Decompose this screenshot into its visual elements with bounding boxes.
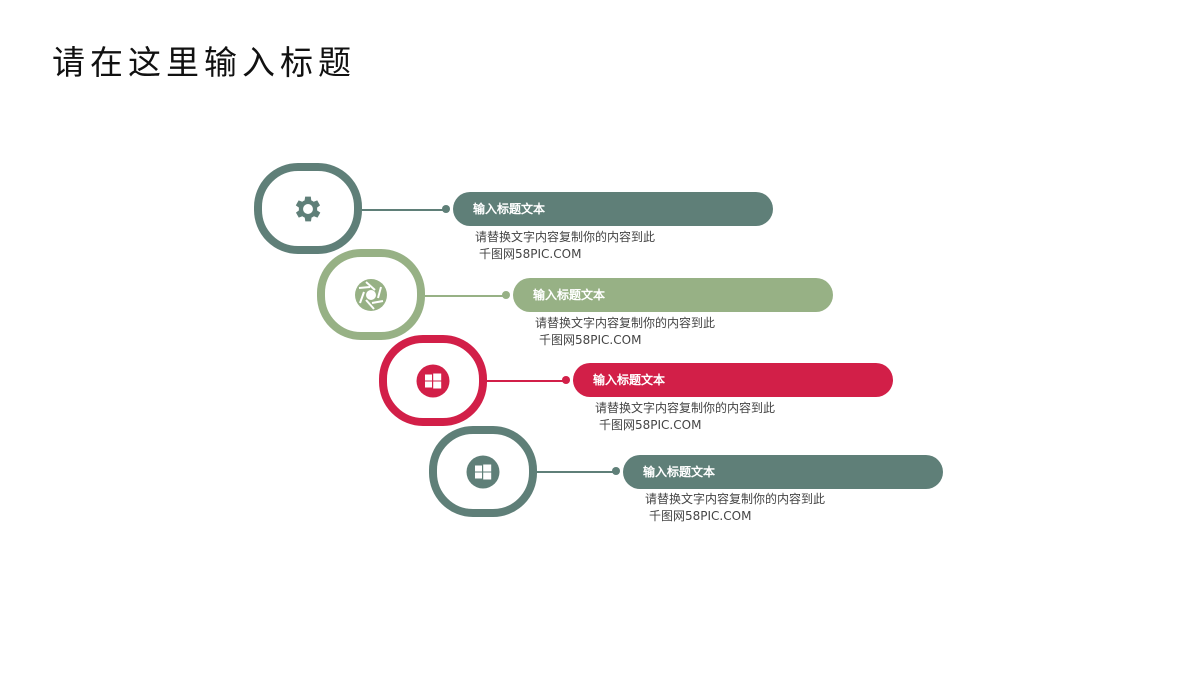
connector-line	[362, 209, 448, 211]
connector-line	[425, 295, 508, 297]
heading-pill: 输入标题文本	[573, 363, 893, 397]
connector-line	[487, 380, 567, 382]
description-line-2: 千图网58PIC.COM	[649, 509, 752, 523]
heading-pill: 输入标题文本	[623, 455, 943, 489]
heading-label: 输入标题文本	[593, 373, 666, 387]
description-line-2: 千图网58PIC.COM	[599, 418, 702, 432]
description-line-1: 请替换文字内容复制你的内容到此	[475, 230, 656, 244]
heading-label: 输入标题文本	[643, 465, 716, 479]
heading-pill: 输入标题文本	[453, 192, 773, 226]
description: 请替换文字内容复制你的内容到此 千图网58PIC.COM	[645, 491, 905, 525]
connector-dot	[612, 467, 620, 475]
heading-label: 输入标题文本	[473, 202, 546, 216]
aperture-icon	[353, 277, 389, 313]
description: 请替换文字内容复制你的内容到此 千图网58PIC.COM	[475, 229, 735, 263]
connector-dot	[562, 376, 570, 384]
slide-title: 请在这里输入标题	[52, 43, 356, 82]
description-line-1: 请替换文字内容复制你的内容到此	[645, 492, 826, 506]
connector-dot	[502, 291, 510, 299]
description: 请替换文字内容复制你的内容到此 千图网58PIC.COM	[535, 315, 795, 349]
description: 请替换文字内容复制你的内容到此 千图网58PIC.COM	[595, 400, 855, 434]
description-line-2: 千图网58PIC.COM	[479, 247, 582, 261]
heading-pill: 输入标题文本	[513, 278, 833, 312]
connector-line	[537, 471, 617, 473]
description-line-2: 千图网58PIC.COM	[539, 333, 642, 347]
heading-label: 输入标题文本	[533, 288, 606, 302]
icon-frame	[429, 426, 537, 517]
icon-frame	[317, 249, 425, 340]
description-line-1: 请替换文字内容复制你的内容到此	[595, 401, 776, 415]
description-line-1: 请替换文字内容复制你的内容到此	[535, 316, 716, 330]
windows-icon	[415, 363, 451, 399]
windows-icon	[465, 454, 501, 490]
connector-dot	[442, 205, 450, 213]
gear-icon	[290, 191, 326, 227]
icon-frame	[254, 163, 362, 254]
icon-frame	[379, 335, 487, 426]
